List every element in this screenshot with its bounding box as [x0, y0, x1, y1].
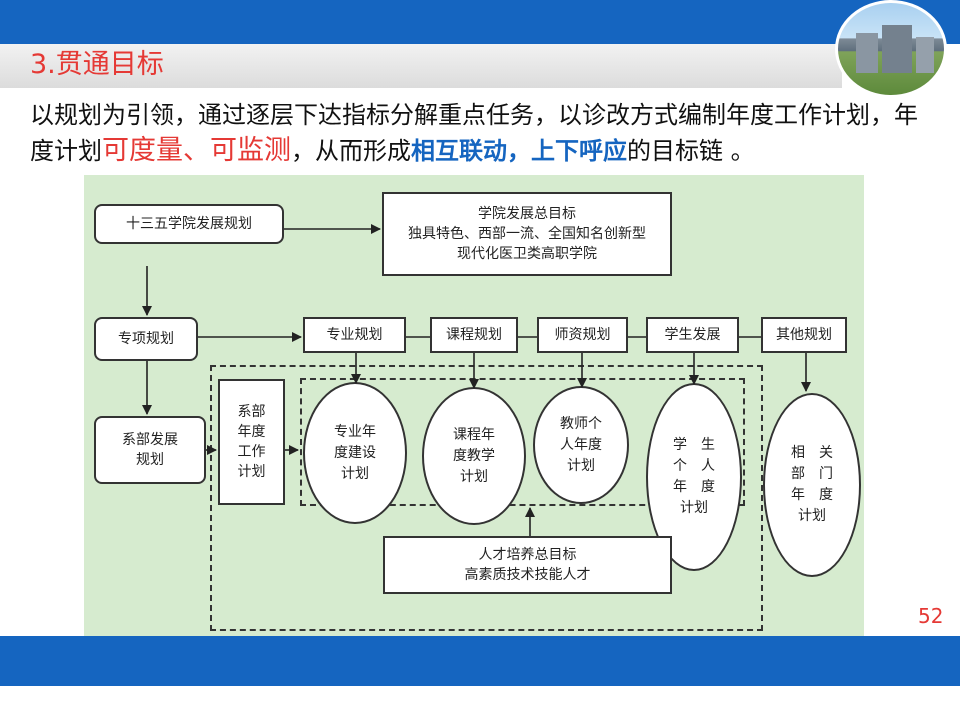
course-plan-label: 课程规划	[446, 327, 502, 343]
annual-plans-dashed-frame	[300, 378, 745, 506]
title-bar	[0, 44, 842, 88]
talent-goal-line2: 高素质技术技能人才	[464, 567, 591, 583]
dept-annual-plan-box: 系部 年度 工作 计划	[218, 379, 285, 505]
teacher-plan-box: 师资规划	[537, 317, 628, 353]
student-annual-line2: 个 人	[673, 458, 715, 474]
dept-dev-line2: 规划	[136, 452, 164, 468]
college-goal-title: 学院发展总目标	[478, 206, 576, 222]
major-annual-line3: 计划	[341, 465, 369, 482]
talent-goal-line1: 人才培养总目标	[478, 547, 577, 563]
student-annual-line4: 计划	[680, 500, 708, 516]
dept-dev-line1: 系部发展	[122, 432, 178, 448]
campus-photo	[835, 0, 947, 98]
top-banner	[0, 0, 960, 44]
related-line3: 年 度	[791, 487, 833, 503]
intro-highlight-blue: 相互联动，上下呼应	[411, 137, 627, 165]
related-line4: 计划	[798, 508, 826, 524]
special-plan-box: 专项规划	[94, 317, 198, 361]
talent-goal-box: 人才培养总目标 高素质技术技能人才	[383, 536, 672, 594]
teacher-annual-ellipse: 教师个 人年度 计划	[533, 386, 629, 504]
dept-dev-plan-box: 系部发展 规划	[94, 416, 206, 484]
major-plan-label: 专业规划	[326, 327, 383, 343]
intro-highlight-red: 可度量、可监测	[102, 135, 291, 166]
other-plan-box: 其他规划	[761, 317, 847, 353]
dept-annual-line2: 年度	[237, 424, 266, 440]
major-plan-box: 专业规划	[303, 317, 406, 353]
student-dev-label: 学生发展	[664, 327, 721, 343]
course-annual-ellipse: 课程年 度教学 计划	[422, 387, 526, 525]
intro-text-3: 的目标链 。	[627, 137, 755, 165]
intro-text-2: ，从而形成	[291, 137, 411, 165]
course-annual-line3: 计划	[460, 468, 488, 485]
intro-paragraph: 以规划为引领，通过逐层下达指标分解重点任务，以诊改方式编制年度工作计划，年度计划…	[30, 97, 935, 169]
slide-title: 3.贯通目标	[30, 49, 164, 80]
college-goal-line3: 现代化医卫类高职学院	[457, 246, 597, 262]
teacher-annual-line3: 计划	[567, 457, 595, 474]
page-number: 52	[918, 604, 944, 628]
dept-plan-dashed-frame	[210, 365, 763, 631]
course-plan-box: 课程规划	[430, 317, 518, 353]
student-annual-line1: 学 生	[673, 437, 715, 453]
college-goal-box: 学院发展总目标 独具特色、西部一流、全国知名创新型 现代化医卫类高职学院	[382, 192, 672, 276]
major-annual-line1: 专业年	[334, 423, 376, 440]
major-annual-line2: 度建设	[334, 444, 376, 461]
major-annual-ellipse: 专业年 度建设 计划	[303, 382, 407, 524]
other-plan-label: 其他规划	[776, 327, 832, 343]
related-dept-ellipse: 相 关 部 门 年 度 计划	[763, 393, 861, 577]
teacher-annual-line2: 人年度	[560, 436, 602, 453]
dept-annual-line4: 计划	[237, 464, 266, 480]
college-goal-line2: 独具特色、西部一流、全国知名创新型	[408, 226, 646, 242]
bottom-banner	[0, 636, 960, 686]
related-line2: 部 门	[791, 466, 833, 482]
course-annual-line1: 课程年	[453, 426, 495, 443]
special-plan-label: 专项规划	[118, 331, 174, 347]
plan-135-box: 十三五学院发展规划	[94, 204, 284, 244]
student-dev-box: 学生发展	[646, 317, 739, 353]
teacher-plan-label: 师资规划	[554, 327, 611, 343]
plan-135-label: 十三五学院发展规划	[126, 216, 252, 232]
dept-annual-line3: 工作	[237, 444, 266, 460]
related-line1: 相 关	[791, 445, 833, 461]
intro-text-1: 以规划为引领，通过逐层下达指标分解重点任务，以诊改方式编制年度工作计划，年度计划	[30, 101, 918, 165]
student-annual-line3: 年 度	[673, 479, 715, 495]
dept-annual-line1: 系部	[237, 404, 266, 420]
course-annual-line2: 度教学	[453, 447, 495, 464]
teacher-annual-line1: 教师个	[560, 415, 602, 432]
